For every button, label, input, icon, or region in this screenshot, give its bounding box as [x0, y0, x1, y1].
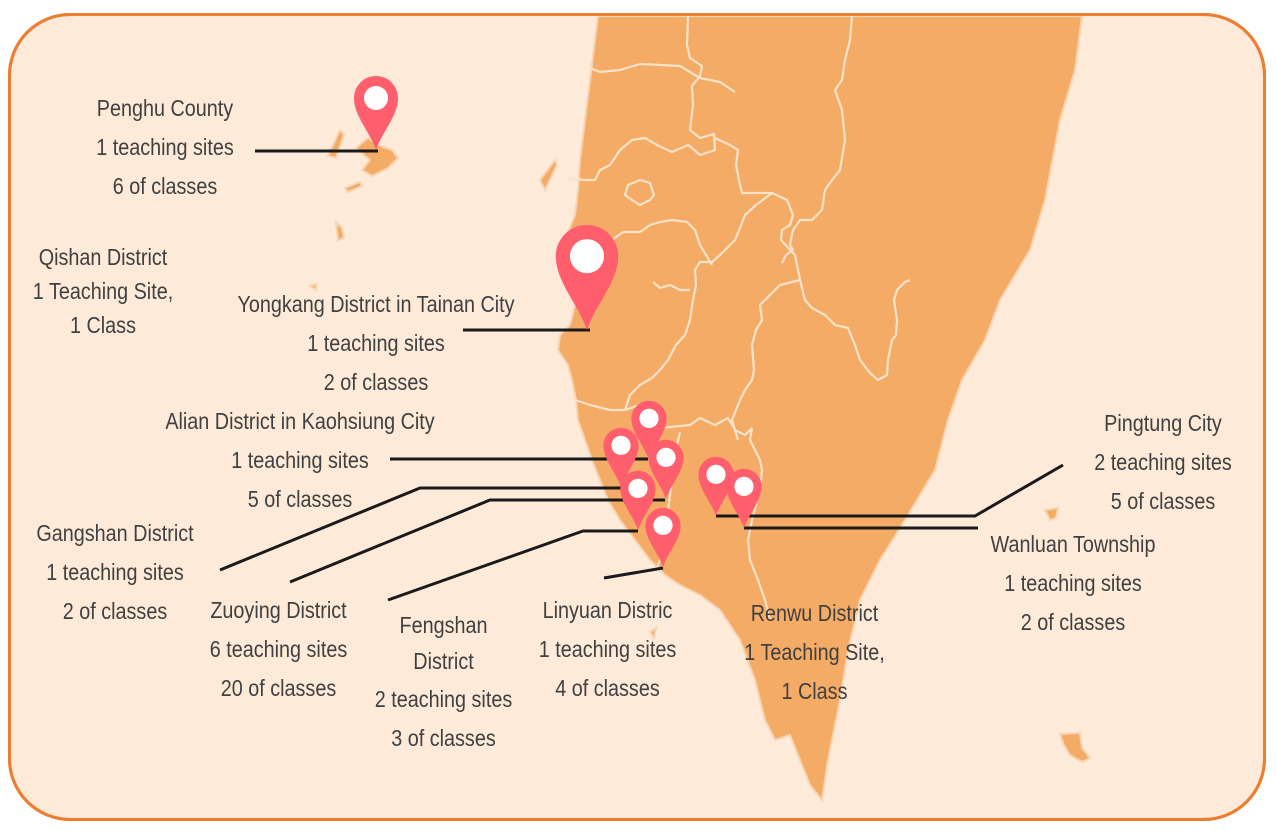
location-name: Zuoying District [210, 597, 347, 623]
label-alian: Alian District in Kaohsiung City 1 teach… [150, 402, 451, 519]
location-sites: 1 teaching sites [307, 330, 445, 356]
location-classes: 2 of classes [62, 598, 168, 624]
location-name: Wanluan Township [990, 531, 1156, 557]
location-name-line2: District [413, 648, 474, 674]
marker-wanluan [726, 468, 762, 528]
location-name: Pingtung City [1104, 410, 1222, 436]
marker-gangshan [603, 427, 639, 487]
marker-alian [631, 400, 667, 460]
location-sites: 2 teaching sites [374, 686, 513, 712]
marker-pingtung [698, 456, 734, 516]
location-name: Qishan District [38, 244, 168, 270]
location-classes: 2 of classes [323, 369, 429, 395]
marker-linyuan [645, 507, 681, 567]
location-classes: 1 Class [70, 312, 136, 338]
label-penghu: Penghu County 1 teaching sites 6 of clas… [58, 89, 273, 206]
location-sites: 2 teaching sites [1094, 449, 1232, 475]
leader-lines [219, 149, 1064, 602]
frame-border [8, 13, 1266, 821]
location-name: Linyuan Distric [542, 597, 673, 623]
marker-fengshan [620, 470, 656, 530]
label-zuoying: Zuoying District 6 teaching sites 20 of … [199, 591, 358, 708]
location-classes: 6 of classes [112, 173, 218, 199]
location-sites: 1 Teaching Site, [32, 278, 174, 304]
location-classes: 3 of classes [391, 725, 496, 751]
label-wanluan: Wanluan Township 1 teaching sites 2 of c… [976, 525, 1170, 642]
label-gangshan: Gangshan District 1 teaching sites 2 of … [25, 514, 206, 631]
label-yongkang: Yongkang District in Tainan City 1 teach… [221, 285, 531, 402]
location-name-line1: Fengshan [399, 612, 488, 638]
label-qishan: Qishan District 1 Teaching Site, 1 Class [14, 240, 191, 342]
location-classes: 5 of classes [1110, 488, 1216, 514]
marker-penghu [354, 76, 398, 150]
location-classes: 1 Class [781, 678, 848, 704]
location-classes: 4 of classes [555, 675, 660, 701]
marker-yongkang [555, 224, 619, 330]
location-sites: 1 teaching sites [46, 559, 184, 585]
location-sites: 1 teaching sites [1004, 570, 1142, 596]
location-classes: 5 of classes [247, 486, 353, 512]
location-sites: 1 teaching sites [231, 447, 369, 473]
label-linyuan: Linyuan Distric 1 teaching sites 4 of cl… [532, 591, 683, 708]
location-name: Penghu County [96, 95, 234, 121]
location-classes: 20 of classes [220, 675, 337, 701]
label-renwu: Renwu District 1 Teaching Site, 1 Class [735, 594, 894, 711]
location-markers[interactable] [354, 76, 762, 567]
location-sites: 1 teaching sites [538, 636, 677, 662]
location-name: Yongkang District in Tainan City [237, 291, 515, 317]
location-sites: 1 teaching sites [96, 134, 234, 160]
location-name: Renwu District [750, 600, 879, 626]
location-classes: 2 of classes [1020, 609, 1126, 635]
location-sites: 1 Teaching Site, [744, 639, 885, 665]
marker-zuoying [648, 439, 684, 499]
label-fengshan: Fengshan District 2 teaching sites 3 of … [368, 607, 519, 757]
location-name: Gangshan District [36, 520, 194, 546]
location-name: Alian District in Kaohsiung City [165, 408, 435, 434]
location-sites: 6 teaching sites [209, 636, 348, 662]
label-pingtung: Pingtung City 2 teaching sites 5 of clas… [1090, 404, 1236, 521]
